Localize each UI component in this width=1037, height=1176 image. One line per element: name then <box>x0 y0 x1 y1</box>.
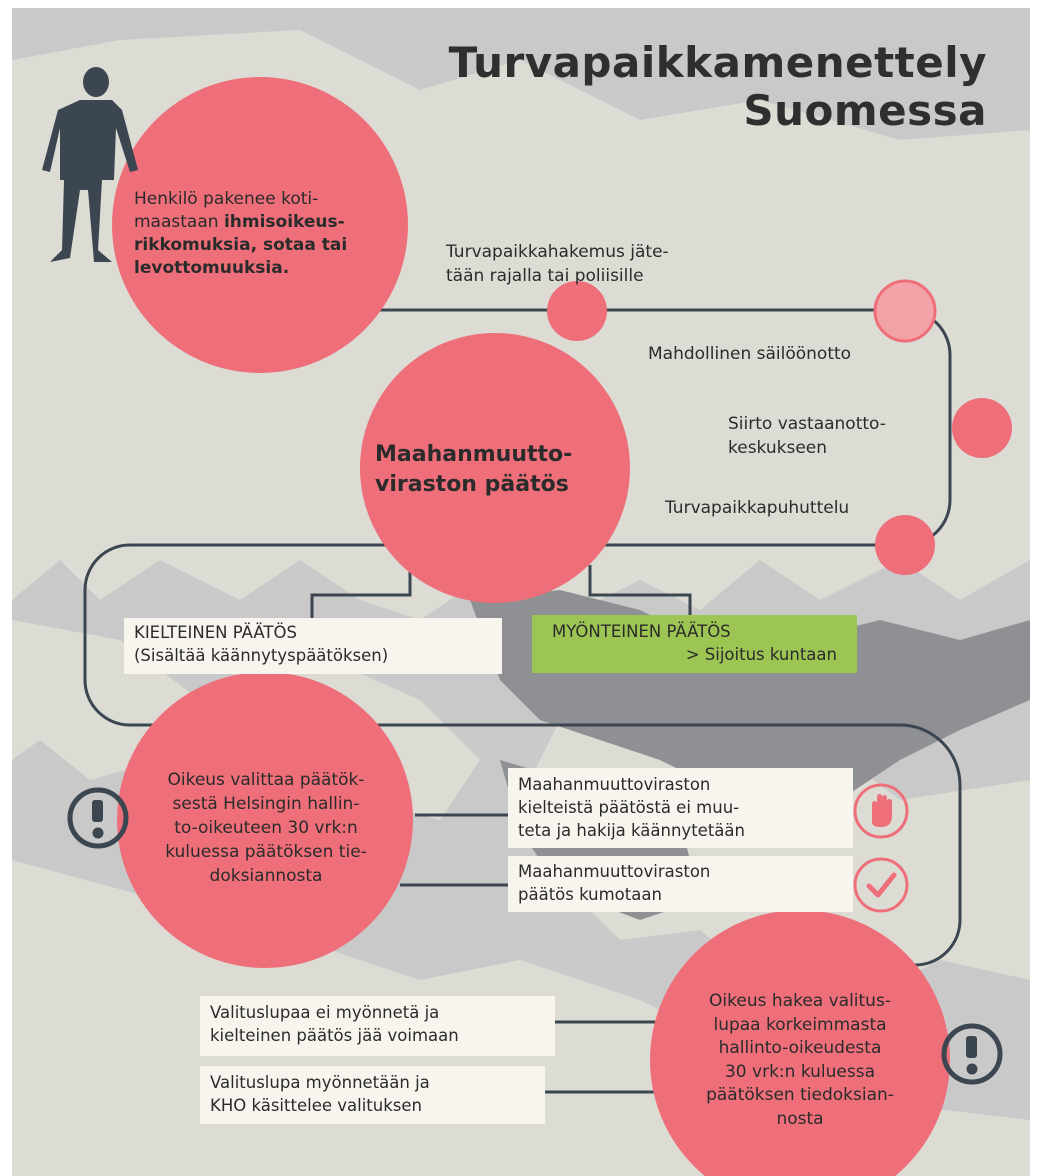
intro-line-4: levottomuuksia. <box>134 258 290 278</box>
main-circles <box>112 77 950 1176</box>
outcome-rejected-line-2: kielteistä päätöstä ei muu- <box>518 798 740 817</box>
decision-text: Maahanmuutto- viraston päätös <box>375 440 572 500</box>
supreme-appeal-line-4: 30 vrk:n kuluessa <box>724 1061 876 1082</box>
leave-granted-line-1: Valituslupa myönnetään ja <box>210 1073 430 1092</box>
exclamation-icon-right <box>941 1023 1003 1085</box>
supreme-appeal-line-1: Oikeus hakea valitus- <box>709 991 891 1011</box>
transfer-line-2: keskukseen <box>728 438 828 458</box>
decision-line-2: viraston päätös <box>375 472 569 497</box>
intro-line-2: maastaan ihmisoikeus- <box>134 211 347 234</box>
step-dot-interview <box>875 515 935 575</box>
decision-line-1: Maahanmuutto- <box>375 442 573 467</box>
step-dots <box>547 279 1012 575</box>
decision-circle <box>360 333 630 603</box>
supreme-appeal-line-3: hallinto-oikeudesta <box>718 1038 882 1058</box>
outcome-rejected-line-1: Maahanmuuttoviraston <box>518 775 711 794</box>
leave-denied-line-1: Valituslupaa ei myönnetä ja <box>210 1003 440 1022</box>
outcome-rejected-box: Maahanmuuttoviraston kielteistä päätöstä… <box>508 768 853 848</box>
supreme-appeal-line-6: nosta <box>776 1108 824 1129</box>
negative-decision-box: KIELTEINEN PÄÄTÖS (Sisältää käännytyspää… <box>124 618 502 674</box>
appeal-text: Oikeus valittaa päätök- sestä Helsingin … <box>128 768 404 888</box>
application-line-2: tään rajalla tai poliisille <box>446 266 644 286</box>
outcome-overturned-line-2: päätös kumotaan <box>518 885 662 904</box>
intro-line-3: rikkomuksia, sotaa tai <box>134 235 348 255</box>
frame-right <box>1030 0 1037 1176</box>
intro-line-1: Henkilö pakenee koti- <box>134 189 319 209</box>
application-label: Turvapaikkahakemus jäte- tään rajalla ta… <box>446 240 669 288</box>
transfer-line-1: Siirto vastaanotto- <box>728 414 886 434</box>
intro-circle <box>112 77 408 373</box>
outcome-rejected-line-3: teta ja hakija käännytetään <box>518 821 745 840</box>
title-line-2: Suomessa <box>743 86 987 135</box>
flow-line <box>83 308 962 1094</box>
application-line-1: Turvapaikkahakemus jäte- <box>446 242 669 262</box>
leave-denied-line-2: kielteinen päätös jää voimaan <box>210 1026 459 1045</box>
supreme-appeal-line-2: lupaa korkeimmasta <box>713 1014 887 1035</box>
negative-line-2: (Sisältää käännytyspäätöksen) <box>134 646 389 665</box>
appeal-line-4: kuluessa päätöksen tie- <box>165 842 367 862</box>
intro-text: Henkilö pakenee koti- maastaan ihmisoike… <box>134 188 347 280</box>
step-dot-transfer <box>952 398 1012 458</box>
stop-hand-icon <box>853 783 909 839</box>
supreme-appeal-circle <box>650 910 950 1176</box>
step-dot-detention <box>873 279 937 343</box>
frame-left <box>0 0 12 1176</box>
positive-line-2: > Sijoitus kuntaan <box>685 645 837 664</box>
interview-label: Turvapaikkapuhuttelu <box>665 498 850 518</box>
appeal-line-5: doksiannosta <box>209 866 323 886</box>
negative-line-1: KIELTEINEN PÄÄTÖS <box>134 623 297 642</box>
supreme-appeal-text: Oikeus hakea valitus- lupaa korkeimmasta… <box>655 990 945 1131</box>
outcome-overturned-line-1: Maahanmuuttoviraston <box>518 862 711 881</box>
title-line-1: Turvapaikkamenettely <box>448 38 987 87</box>
leave-granted-box: Valituslupa myönnetään ja KHO käsittelee… <box>200 1066 545 1124</box>
person-silhouette-icon <box>42 67 138 262</box>
appeal-line-1: Oikeus valittaa päätök- <box>167 770 365 790</box>
appeal-circle <box>117 672 413 968</box>
leave-denied-box: Valituslupaa ei myönnetä ja kielteinen p… <box>200 996 555 1056</box>
transfer-label: Siirto vastaanotto- keskukseen <box>728 412 886 460</box>
detention-label: Mahdollinen säilöönotto <box>648 344 852 364</box>
appeal-line-3: to-oikeuteen 30 vrk:n <box>174 818 358 838</box>
appeal-line-2: sestä Helsingin hallin- <box>172 794 360 814</box>
positive-line-1: MYÖNTEINEN PÄÄTÖS <box>552 622 731 641</box>
frame-top <box>0 0 1037 8</box>
positive-decision-box: MYÖNTEINEN PÄÄTÖS > Sijoitus kuntaan <box>532 615 857 673</box>
outcome-overturned-box: Maahanmuuttoviraston päätös kumotaan <box>508 856 853 912</box>
checkmark-icon <box>853 857 909 913</box>
intro-line-2-plain: maastaan <box>134 212 224 232</box>
exclamation-icon-left <box>67 787 129 849</box>
intro-line-2-bold: ihmisoikeus- <box>223 212 345 232</box>
leave-granted-line-2: KHO käsittelee valituksen <box>210 1096 422 1115</box>
step-dot-application <box>547 281 607 341</box>
supreme-appeal-line-5: päätöksen tiedoksian- <box>706 1085 894 1105</box>
